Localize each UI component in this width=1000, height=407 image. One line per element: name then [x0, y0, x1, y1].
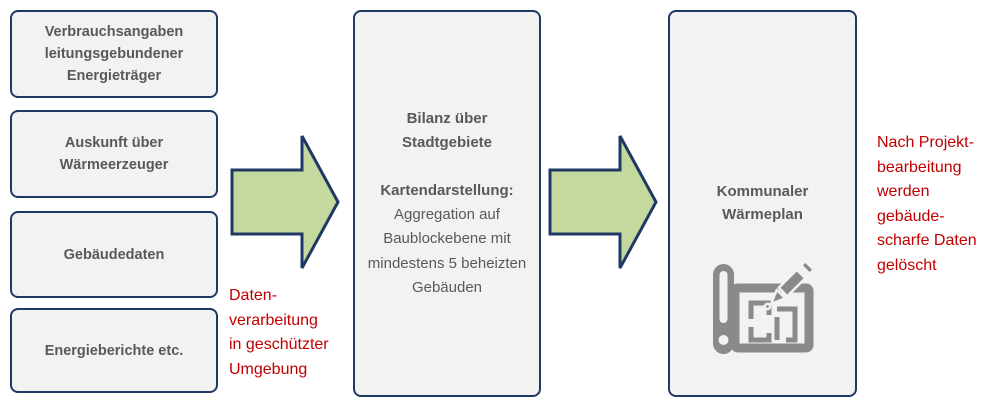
input-box-label: Auskunft über Wärmeerzeuger: [59, 135, 169, 173]
output-box-waermeplan: Kommunaler Wärmeplan: [668, 10, 857, 397]
input-box-label: Energieberichte etc.: [44, 342, 184, 359]
flow-arrow-right-icon: [548, 135, 658, 269]
process-description: Aggregation auf Baublockebene mit mindes…: [367, 205, 527, 297]
output-title: Kommunaler Wärmeplan: [716, 183, 809, 223]
blueprint-pencil-icon: [712, 260, 815, 354]
input-box-verbrauchsangaben: Verbrauchsangaben leitungsgebundener Ene…: [10, 10, 218, 98]
process-box-bilanz: Bilanz über Stadtgebiete Kartendarstellu…: [353, 10, 541, 397]
process-title: Bilanz über Stadtgebiete: [401, 109, 492, 151]
flow-arrow-right-icon: [230, 135, 340, 269]
process-subtitle: Kartendarstellung:: [380, 181, 514, 199]
input-box-label: Verbrauchsangaben leitungsgebundener Ene…: [44, 24, 184, 84]
input-box-energieberichte: Energieberichte etc.: [10, 308, 218, 393]
input-box-waermeerzeuger: Auskunft über Wärmeerzeuger: [10, 110, 218, 198]
note-data-deletion: Nach Projekt- bearbeitung werden gebäude…: [877, 134, 977, 274]
note-protected-environment: Daten- verarbeitung in geschützter Umgeb…: [229, 287, 329, 378]
input-box-gebaeudedaten: Gebäudedaten: [10, 211, 218, 298]
input-box-label: Gebäudedaten: [63, 246, 165, 263]
